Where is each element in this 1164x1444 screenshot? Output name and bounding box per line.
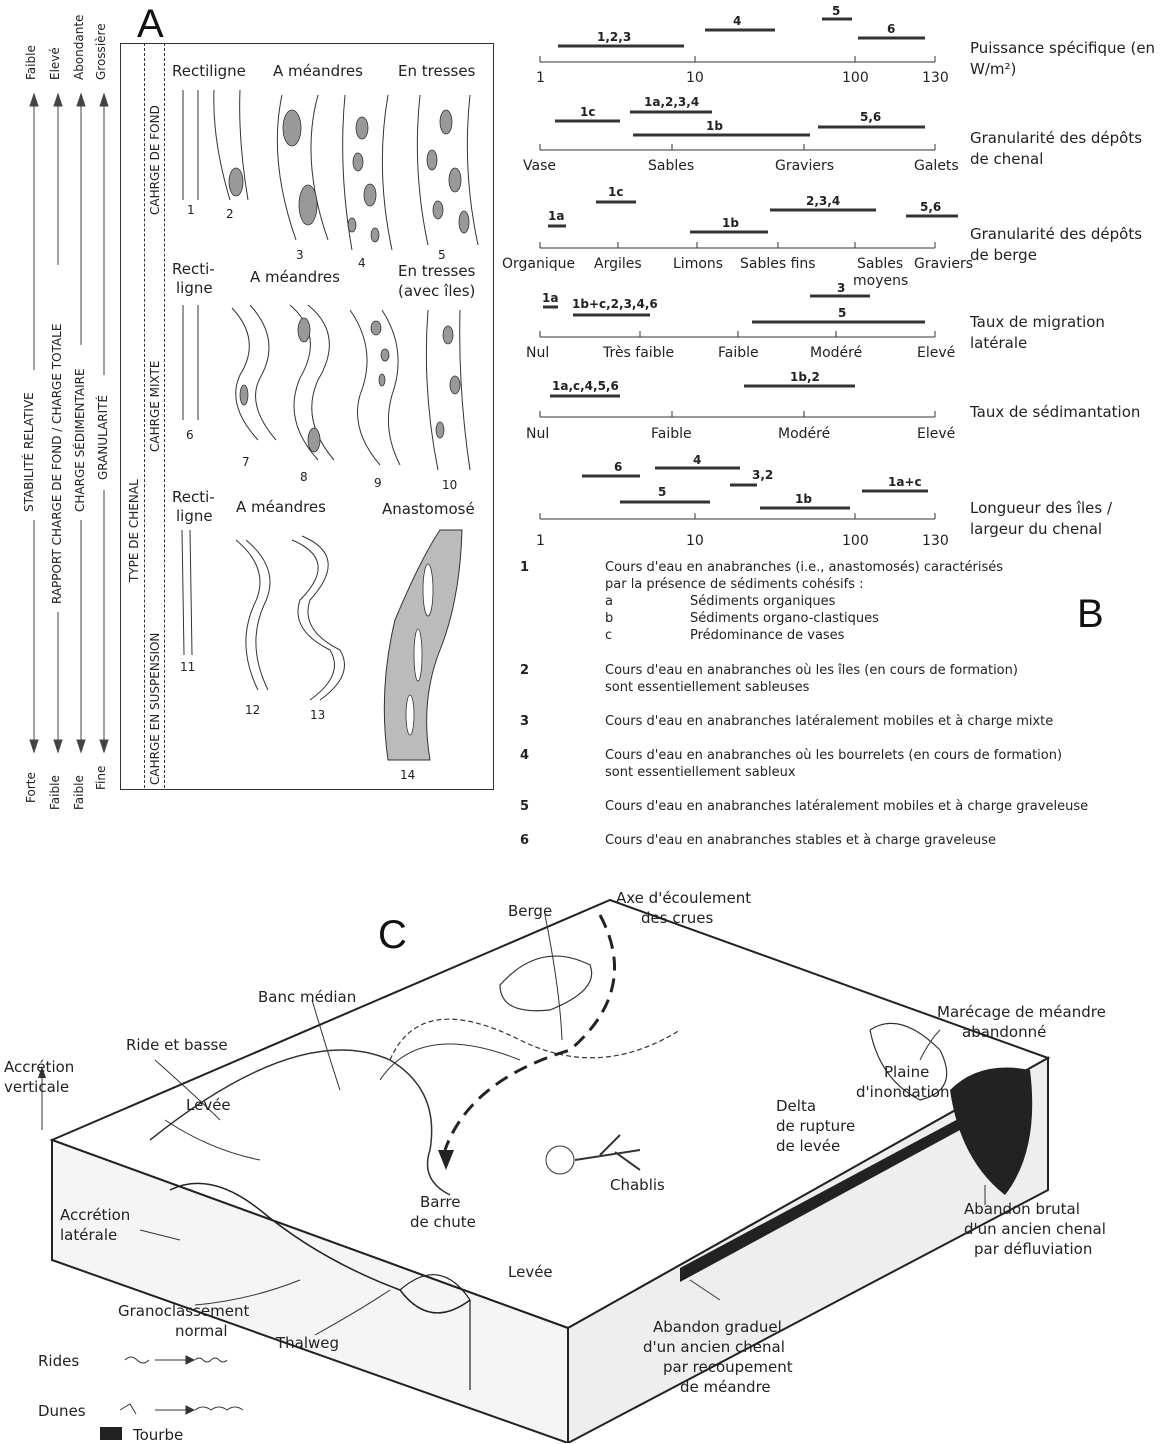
label-graded-1: Granoclassement bbox=[118, 1302, 249, 1320]
label-crevasse-delta-1: Delta bbox=[776, 1097, 816, 1115]
label-thalweg: Thalweg bbox=[276, 1334, 339, 1352]
label-avulsion-3: par défluviation bbox=[974, 1240, 1092, 1258]
label-ripple-pool: Ride et basse bbox=[126, 1036, 228, 1054]
label-cutoff-2: d'un ancien chenal bbox=[643, 1338, 785, 1356]
label-avulsion-2: d'un ancien chenal bbox=[964, 1220, 1106, 1238]
legend-ripples: Rides bbox=[38, 1352, 79, 1370]
label-flood-axis-1: Axe d'écoulement bbox=[616, 889, 751, 907]
label-chute-bar-1: Barre bbox=[420, 1193, 460, 1211]
label-vertical-accretion-2: verticale bbox=[4, 1078, 69, 1096]
label-cutoff-4: de méandre bbox=[680, 1378, 771, 1396]
label-crevasse-delta-3: de levée bbox=[776, 1137, 840, 1155]
legend-dunes: Dunes bbox=[38, 1402, 86, 1420]
label-lateral-accretion-2: latérale bbox=[60, 1226, 117, 1244]
label-chute-bar-2: de chute bbox=[410, 1213, 476, 1231]
label-cutoff-1: Abandon graduel bbox=[653, 1318, 782, 1336]
label-lateral-accretion-1: Accrétion bbox=[60, 1206, 130, 1224]
label-oxbow-marsh-1: Marécage de méandre bbox=[937, 1003, 1106, 1021]
label-crevasse-delta-2: de rupture bbox=[776, 1117, 855, 1135]
label-avulsion-1: Abandon brutal bbox=[964, 1200, 1080, 1218]
label-floodplain-1: Plaine bbox=[884, 1063, 929, 1081]
label-levee-2: Levée bbox=[508, 1263, 553, 1281]
label-chablis: Chablis bbox=[610, 1176, 665, 1194]
legend-peat: Tourbe bbox=[133, 1426, 183, 1444]
label-vertical-accretion-1: Accrétion bbox=[4, 1058, 74, 1076]
label-median-bar: Banc médian bbox=[258, 988, 356, 1006]
label-levee: Levée bbox=[186, 1096, 231, 1114]
label-oxbow-marsh-2: abandonné bbox=[962, 1023, 1046, 1041]
label-cutoff-3: par recoupement bbox=[663, 1358, 793, 1376]
label-flood-axis-2: des crues bbox=[641, 909, 713, 927]
label-berge: Berge bbox=[508, 902, 552, 920]
label-floodplain-2: d'inondation bbox=[856, 1083, 949, 1101]
label-graded-2: normal bbox=[175, 1322, 228, 1340]
